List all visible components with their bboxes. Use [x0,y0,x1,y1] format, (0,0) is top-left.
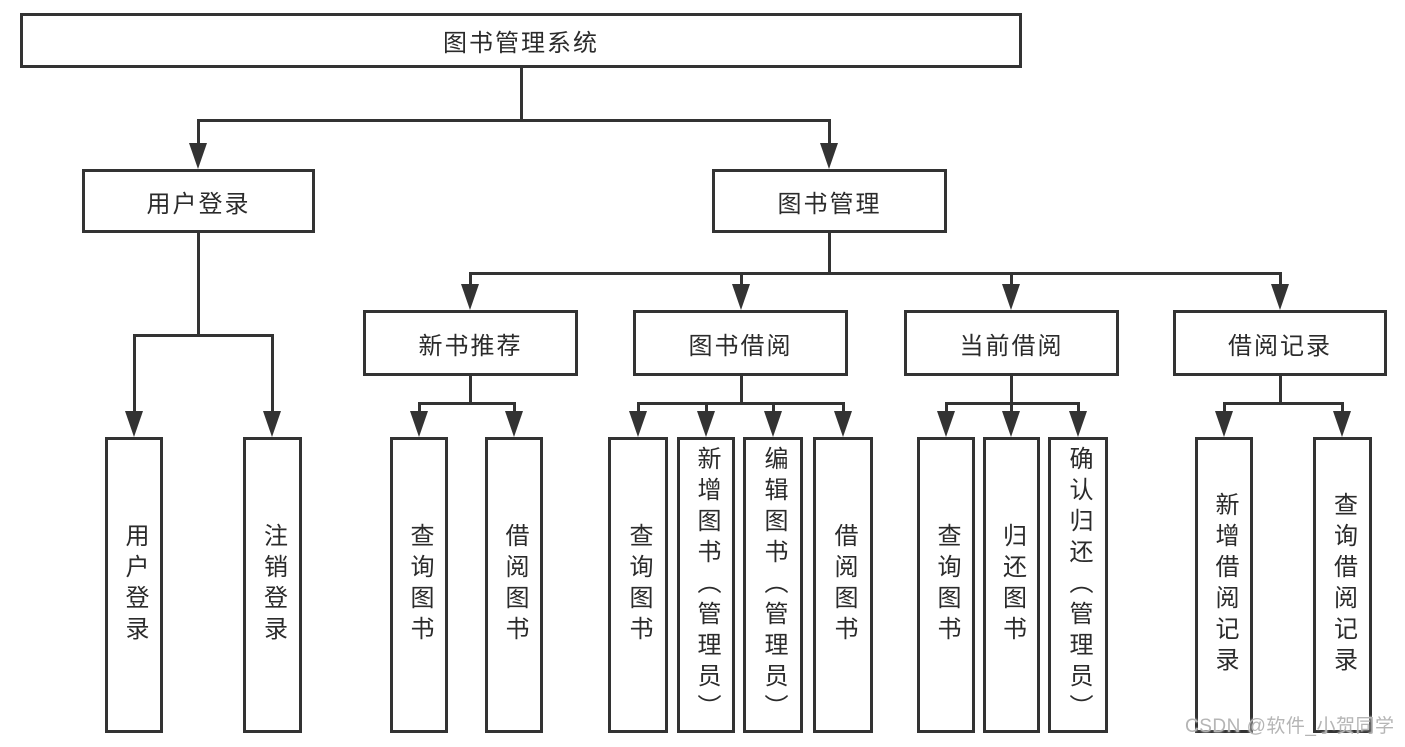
connector-line [1010,403,1013,413]
arrow-down-icon [697,411,715,437]
connector-line [197,119,831,122]
arrow-down-icon [834,411,852,437]
arrow-down-icon [629,411,647,437]
connector-line [828,120,831,146]
arrow-down-icon [1069,411,1087,437]
arrow-down-icon [764,411,782,437]
connector-line [197,233,200,335]
connector-line [772,403,775,413]
arrow-down-icon [263,411,281,437]
leaf-logout: 注销登录 [243,437,302,733]
arrow-down-icon [125,411,143,437]
connector-line [1223,402,1344,405]
node-user-login: 用户登录 [82,169,315,233]
node-borrow-records: 借阅记录 [1173,310,1387,376]
leaf-current-query-books: 查询图书 [917,437,975,733]
connector-line [418,402,516,405]
connector-line [740,273,743,286]
connector-line [469,273,472,286]
arrow-down-icon [410,411,428,437]
arrow-down-icon [820,143,838,169]
connector-line [271,335,274,413]
connector-line [520,68,523,120]
connector-line [828,233,831,273]
node-book-management: 图书管理 [712,169,947,233]
connector-line [637,403,640,413]
arrow-down-icon [1271,284,1289,310]
leaf-current-confirm-return-admin: 确认归还（管理员） [1048,437,1108,733]
leaf-borrow-edit-books-admin: 编辑图书（管理员） [743,437,803,733]
arrow-down-icon [189,143,207,169]
connector-line [418,403,421,413]
connector-line [1279,273,1282,286]
leaf-user-login: 用户登录 [105,437,163,733]
connector-line [133,334,274,337]
connector-line [1279,375,1282,403]
connector-line [740,375,743,403]
node-new-book-recommend: 新书推荐 [363,310,578,376]
connector-line [133,335,136,413]
node-book-borrow: 图书借阅 [633,310,848,376]
node-current-borrow: 当前借阅 [904,310,1119,376]
arrow-down-icon [1333,411,1351,437]
arrow-down-icon [732,284,750,310]
connector-line [513,403,516,413]
leaf-borrow-borrow-books: 借阅图书 [813,437,873,733]
leaf-recommend-borrow-books: 借阅图书 [485,437,543,733]
arrow-down-icon [937,411,955,437]
connector-line [1341,403,1344,413]
connector-line [1223,403,1226,413]
watermark: CSDN @软件_小贺同学 [1185,716,1395,737]
leaf-current-return-books: 归还图书 [983,437,1040,733]
leaf-borrow-add-books-admin: 新增图书（管理员） [677,437,735,733]
leaf-records-query-record: 查询借阅记录 [1313,437,1372,733]
leaf-records-add-record: 新增借阅记录 [1195,437,1253,733]
arrow-down-icon [1002,284,1020,310]
connector-line [945,403,948,413]
connector-line [1010,375,1013,403]
connector-line [469,272,1282,275]
arrow-down-icon [1215,411,1233,437]
arrow-down-icon [461,284,479,310]
arrow-down-icon [1002,411,1020,437]
connector-line [469,375,472,403]
leaf-recommend-query-books: 查询图书 [390,437,448,733]
connector-line [197,120,200,146]
connector-line [637,402,845,405]
node-root: 图书管理系统 [20,13,1022,68]
connector-line [842,403,845,413]
leaf-borrow-query-books: 查询图书 [608,437,668,733]
connector-line [705,403,708,413]
connector-line [1010,273,1013,286]
connector-line [1077,403,1080,413]
arrow-down-icon [505,411,523,437]
